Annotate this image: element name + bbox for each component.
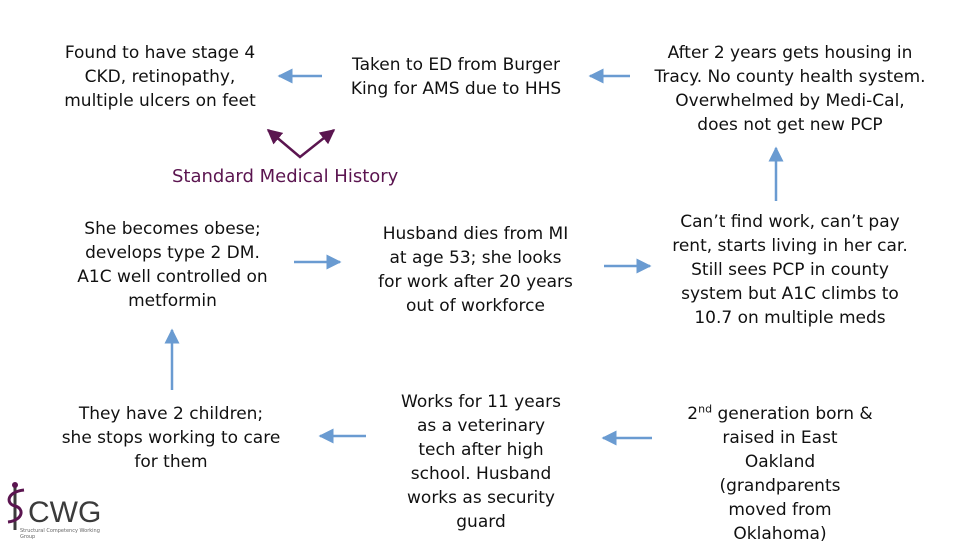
node-line: They have 2 children; (78, 404, 264, 424)
node-line: school. Husband (410, 464, 552, 484)
node-line: 10.7 on multiple meds (694, 308, 886, 328)
node-housing: After 2 years gets housing in Tracy. No … (628, 41, 952, 137)
node-line: does not get new PCP (697, 115, 883, 135)
node-line: CKD, retinopathy, (84, 67, 236, 87)
node-line: develops type 2 DM. (85, 243, 260, 263)
node-children: They have 2 children; she stops working … (40, 402, 302, 474)
ordinal: 2 (687, 404, 699, 424)
node-line: for work after 20 years (378, 272, 573, 292)
node-cant-find-work: Can’t find work, can’t pay rent, starts … (644, 210, 936, 330)
scwg-logo: CWG (2, 480, 114, 540)
node-works: Works for 11 years as a veterinary tech … (376, 390, 586, 534)
node-line: raised in East (722, 428, 838, 448)
node-line: 2nd generation born & (660, 402, 900, 426)
node-found-ckd: Found to have stage 4 CKD, retinopathy, … (40, 41, 280, 113)
node-line: system but A1C climbs to (681, 284, 899, 304)
node-line: Works for 11 years (401, 392, 561, 412)
node-line: out of workforce (406, 296, 545, 316)
caduceus-icon: CWG (7, 482, 101, 530)
node-line: Taken to ED from Burger (352, 55, 560, 75)
node-line: Overwhelmed by Medi-Cal, (675, 91, 905, 111)
node-line: Still sees PCP in county (691, 260, 889, 280)
node-line: as a veterinary (416, 416, 546, 436)
node-taken-ed: Taken to ED from Burger King for AMS due… (326, 53, 586, 101)
node-line: Oakland (744, 452, 816, 472)
node-line: she stops working to care (61, 428, 281, 448)
node-line: (grandparents (719, 476, 841, 496)
ordinal-suffix: nd (698, 402, 713, 416)
diagram-title: Standard Medical History (172, 166, 399, 187)
node-line: tech after high (418, 440, 544, 460)
node-line: Found to have stage 4 (64, 43, 256, 63)
node-line: works as security (407, 488, 555, 508)
node-line: multiple ulcers on feet (64, 91, 256, 111)
node-obese: She becomes obese; develops type 2 DM. A… (50, 217, 295, 313)
logo-subtitle: Structural Competency Working Group (20, 528, 100, 540)
node-line: moved from (728, 500, 832, 520)
node-line: guard (456, 512, 506, 532)
node-line: Oklahoma) (733, 524, 827, 544)
logo-text: CWG (28, 496, 101, 529)
gen2-first-line: generation born & (712, 404, 873, 424)
node-line: She becomes obese; (84, 219, 261, 239)
node-gen2: 2nd generation born & raised in East Oak… (660, 402, 900, 546)
node-line: Husband dies from MI (382, 224, 569, 244)
node-husband-dies: Husband dies from MI at age 53; she look… (358, 222, 593, 318)
node-line: After 2 years gets housing in (667, 43, 913, 63)
node-line: for them (134, 452, 208, 472)
node-line: metformin (128, 291, 217, 311)
node-line: Can’t find work, can’t pay (680, 212, 900, 232)
node-line: A1C well controlled on (77, 267, 268, 287)
node-line: King for AMS due to HHS (350, 79, 562, 99)
chevron-icon (266, 129, 336, 159)
node-line: Tracy. No county health system. (654, 67, 926, 87)
node-line: at age 53; she looks (389, 248, 562, 268)
node-line: rent, starts living in her car. (672, 236, 908, 256)
